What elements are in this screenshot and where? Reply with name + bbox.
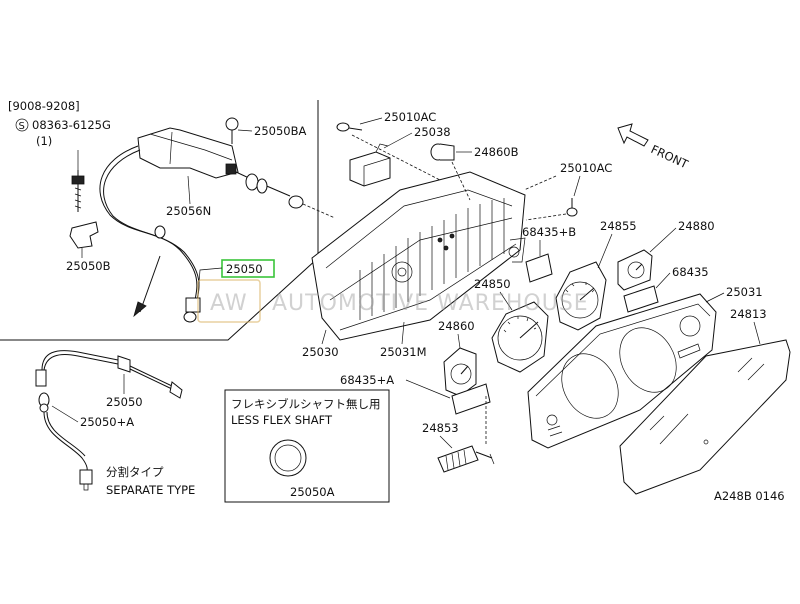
label-25050-main: 25050 — [226, 262, 263, 276]
screw-symbol-circle — [15, 118, 29, 132]
label-68435: 68435 — [672, 265, 709, 279]
meter-case-25030 — [311, 171, 526, 341]
label-25010AC-top: 25010AC — [384, 110, 436, 124]
label-25050BA: 25050BA — [254, 124, 306, 138]
front-label: FRONT — [649, 142, 691, 172]
bulb-24860B — [430, 143, 471, 201]
label-24860B: 24860B — [474, 145, 519, 159]
less-flex-label-jp: フレキシブルシャフト無し用 — [231, 397, 381, 411]
screw-ref-label: 08363-6125G — [32, 118, 111, 132]
watermark-badge: AW — [210, 291, 248, 316]
label-25031M: 25031M — [380, 345, 427, 359]
front-direction-arrow — [617, 123, 649, 147]
glass-24813 — [619, 339, 791, 495]
separate-type-label-jp: 分割タイプ — [106, 465, 164, 479]
screw-qty-label: (1) — [36, 134, 52, 148]
cluster-panel-25031 — [527, 293, 717, 449]
label-25056N: 25056N — [166, 204, 211, 218]
separate-type-label-en: SEPARATE TYPE — [106, 483, 195, 497]
gauge-24850 — [491, 301, 549, 373]
screw-25010AC-right — [523, 175, 578, 221]
speedometer-cable-assembly — [69, 117, 336, 323]
watermark: AW AUTOMOTIVE WAREHOUSE — [197, 279, 589, 323]
plate-68435B — [525, 253, 553, 283]
highlight-25050 — [221, 259, 275, 278]
screw-symbol: S — [19, 121, 25, 132]
plate-68435 — [623, 285, 659, 313]
label-25038: 25038 — [414, 125, 451, 139]
screw-25010AC-top — [336, 122, 441, 181]
label-68435B: 68435+B — [522, 225, 576, 239]
label-24850: 24850 — [474, 277, 511, 291]
harness-24853 — [437, 396, 495, 473]
label-25010AC-right: 25010AC — [560, 161, 612, 175]
label-25050A-sub: 25050+A — [80, 415, 134, 429]
label-24813: 24813 — [730, 307, 767, 321]
label-25031: 25031 — [726, 285, 763, 299]
label-24860: 24860 — [438, 319, 475, 333]
label-25050-sub: 25050 — [106, 395, 143, 409]
gauge-24880 — [617, 249, 653, 291]
label-24855: 24855 — [600, 219, 637, 233]
date-range-label: [9008-9208] — [8, 99, 80, 113]
label-25030: 25030 — [302, 345, 339, 359]
watermark-text: AUTOMOTIVE WAREHOUSE — [272, 291, 589, 316]
watermark-badge-frame — [197, 279, 261, 323]
relay-25038 — [349, 143, 391, 187]
label-24853: 24853 — [422, 421, 459, 435]
cap-25050A — [269, 439, 307, 477]
less-flex-inset-frame — [224, 389, 390, 503]
label-24880: 24880 — [678, 219, 715, 233]
diagram-code: A248B 0146 — [714, 489, 785, 503]
less-flex-label-en: LESS FLEX SHAFT — [231, 413, 333, 427]
gauge-24855 — [555, 261, 607, 331]
section-divider — [0, 100, 319, 341]
label-68435A: 68435+A — [340, 373, 394, 387]
separate-type-cable — [35, 350, 183, 491]
label-25050A: 25050A — [290, 485, 335, 499]
label-25050B: 25050B — [66, 259, 111, 273]
plate-68435A — [451, 383, 491, 415]
